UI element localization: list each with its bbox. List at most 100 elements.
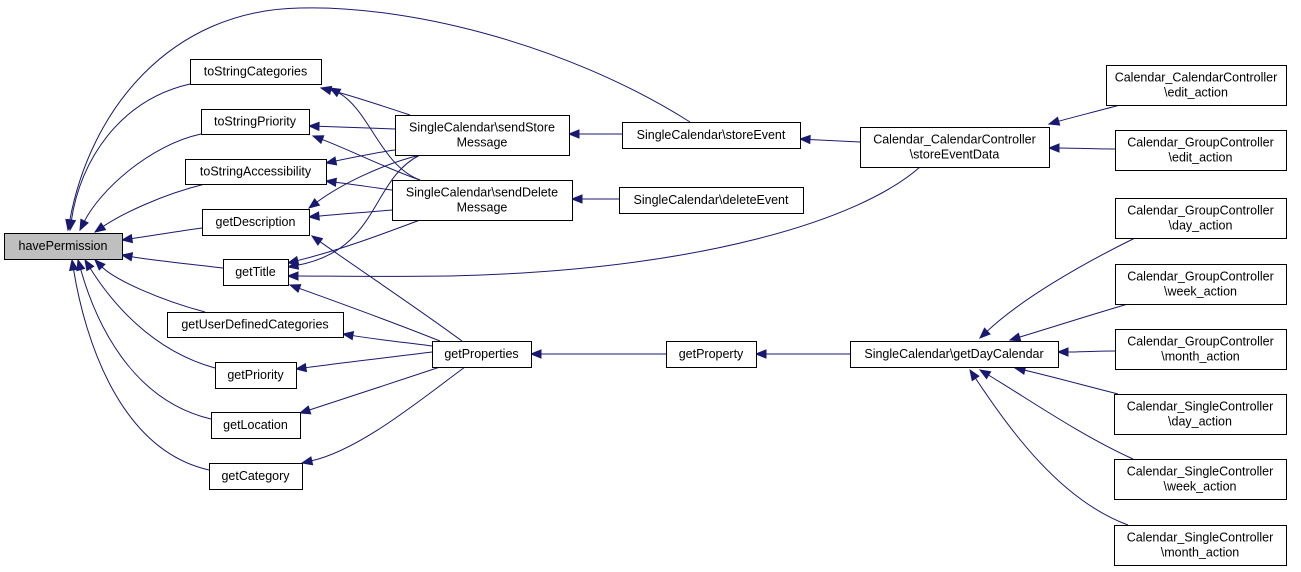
edge-line <box>1066 350 1116 353</box>
edge-storeEvent-to-sendStoreMessage <box>567 129 622 139</box>
edge-sendStoreMessage-to-toStringAccessibility <box>324 149 396 166</box>
node-box <box>1114 525 1287 566</box>
node-getProperty[interactable]: getProperty <box>666 341 757 368</box>
edge-gcMonthAction-to-getDayCalendar <box>1056 347 1116 357</box>
node-storeEvent[interactable]: SingleCalendar\storeEvent <box>622 122 801 149</box>
node-label: toStringCategories <box>204 65 308 79</box>
edge-line <box>987 374 1134 460</box>
node-getCategory[interactable]: getCategory <box>209 463 303 490</box>
edge-sendDeleteMessage-to-toStringCategories <box>328 87 421 181</box>
edge-line <box>1057 147 1116 150</box>
node-toStringAccessibility[interactable]: toStringAccessibility <box>185 159 327 185</box>
edge-getProperty-to-getProperties <box>529 349 667 359</box>
node-toStringPriority[interactable]: toStringPriority <box>201 109 310 135</box>
edge-line <box>83 133 202 223</box>
arrowhead-icon <box>76 258 86 272</box>
node-label: getTitle <box>235 265 276 279</box>
edge-sendDeleteMessage-to-toStringPriority <box>311 135 421 181</box>
node-box <box>395 115 570 156</box>
node-label: Calendar_GroupController <box>1127 270 1274 284</box>
node-label: Message <box>457 136 508 150</box>
arrowhead-icon <box>65 218 75 232</box>
node-getLocation[interactable]: getLocation <box>211 412 301 439</box>
node-toStringCategories[interactable]: toStringCategories <box>190 59 322 85</box>
arrowhead-icon <box>798 134 811 145</box>
arrowhead-icon <box>307 197 321 209</box>
node-scWeekAction[interactable]: Calendar_SingleController\week_action <box>1114 459 1287 500</box>
node-deleteEvent[interactable]: SingleCalendar\deleteEvent <box>619 187 804 214</box>
node-box <box>4 233 123 260</box>
edge-line <box>808 138 861 143</box>
edge-line <box>974 377 1129 526</box>
node-label: Calendar_GroupController <box>1127 204 1274 218</box>
node-label: SingleCalendar\sendStore <box>409 121 555 135</box>
edge-sendDeleteMessage-to-getTitle <box>286 219 421 266</box>
arrowhead-icon <box>120 252 134 262</box>
node-label: SingleCalendar\getDayCalendar <box>864 347 1043 361</box>
arrowhead-icon <box>969 368 980 382</box>
edge-scDayAction-to-getDayCalendar <box>1013 365 1119 395</box>
node-label: \month_action <box>1161 546 1240 560</box>
node-box <box>860 127 1050 168</box>
edge-toStringCategories-to-havePermission <box>66 83 191 232</box>
arrowhead-icon <box>979 327 991 339</box>
edge-line <box>310 366 466 462</box>
node-gcWeekAction[interactable]: Calendar_GroupController\week_action <box>1115 264 1287 305</box>
edge-line <box>130 227 203 240</box>
node-storeEventData[interactable]: Calendar_CalendarController\storeEventDa… <box>860 127 1050 168</box>
arrowhead-icon <box>754 349 767 359</box>
edge-scWeekAction-to-getDayCalendar <box>978 369 1134 460</box>
node-getPriority[interactable]: getPriority <box>215 362 297 389</box>
edge-line <box>317 209 393 217</box>
node-label: getPriority <box>227 368 284 382</box>
node-scDayAction[interactable]: Calendar_SingleController\day_action <box>1114 394 1287 435</box>
arrowhead-icon <box>294 362 308 373</box>
node-label: \day_action <box>1169 219 1233 233</box>
node-box <box>1115 198 1287 239</box>
node-box <box>167 312 344 338</box>
edge-getUserDefinedCategories-to-havePermission <box>94 259 206 313</box>
node-gcEditAction[interactable]: Calendar_GroupController\edit_action <box>1115 130 1287 171</box>
node-label: getUserDefinedCategories <box>181 318 328 332</box>
node-gcDayAction[interactable]: Calendar_GroupController\day_action <box>1115 198 1287 239</box>
edge-getDayCalendar-to-getProperty <box>754 349 851 359</box>
node-getUserDefinedCategories[interactable]: getUserDefinedCategories <box>167 312 344 338</box>
arrowhead-icon <box>567 129 580 139</box>
node-label: \month_action <box>1161 350 1240 364</box>
node-havePermission[interactable]: havePermission <box>4 233 123 260</box>
edge-getProperties-to-getCategory <box>300 366 466 466</box>
node-label: \edit_action <box>1164 86 1228 100</box>
edge-sendDeleteMessage-to-getDescription <box>307 209 393 221</box>
node-getProperties[interactable]: getProperties <box>432 341 532 368</box>
node-label: getDescription <box>216 215 296 229</box>
edge-storeEvent-to-havePermission <box>65 7 691 232</box>
edge-line <box>70 83 191 222</box>
node-box <box>666 341 757 368</box>
arrowhead-icon <box>79 218 89 232</box>
node-gcMonthAction[interactable]: Calendar_GroupController\month_action <box>1115 329 1287 370</box>
node-scMonthAction[interactable]: Calendar_SingleController\month_action <box>1114 525 1287 566</box>
node-label: getCategory <box>221 469 290 483</box>
node-box <box>201 109 310 135</box>
node-getDayCalendar[interactable]: SingleCalendar\getDayCalendar <box>850 341 1059 368</box>
node-ccEditAction[interactable]: Calendar_CalendarController\edit_action <box>1106 65 1287 106</box>
node-label: Message <box>457 201 508 215</box>
node-box <box>619 187 804 214</box>
arrowhead-icon <box>286 271 299 281</box>
arrowhead-icon <box>319 85 333 96</box>
arrowhead-icon <box>120 233 134 244</box>
edge-sendStoreMessage-to-toStringPriority <box>307 121 396 132</box>
arrowhead-icon <box>1008 332 1022 342</box>
arrowhead-icon <box>84 258 95 272</box>
edge-line <box>337 91 421 181</box>
edge-sendDeleteMessage-to-toStringAccessibility <box>324 177 393 191</box>
node-box <box>1106 65 1287 106</box>
edge-gcEditAction-to-storeEventData <box>1047 143 1116 153</box>
node-getTitle[interactable]: getTitle <box>223 259 289 286</box>
node-label: \storeEventData <box>910 148 1000 162</box>
edge-getDescription-to-havePermission <box>120 227 203 244</box>
arrowhead-icon <box>300 456 314 466</box>
node-getDescription[interactable]: getDescription <box>202 209 310 236</box>
